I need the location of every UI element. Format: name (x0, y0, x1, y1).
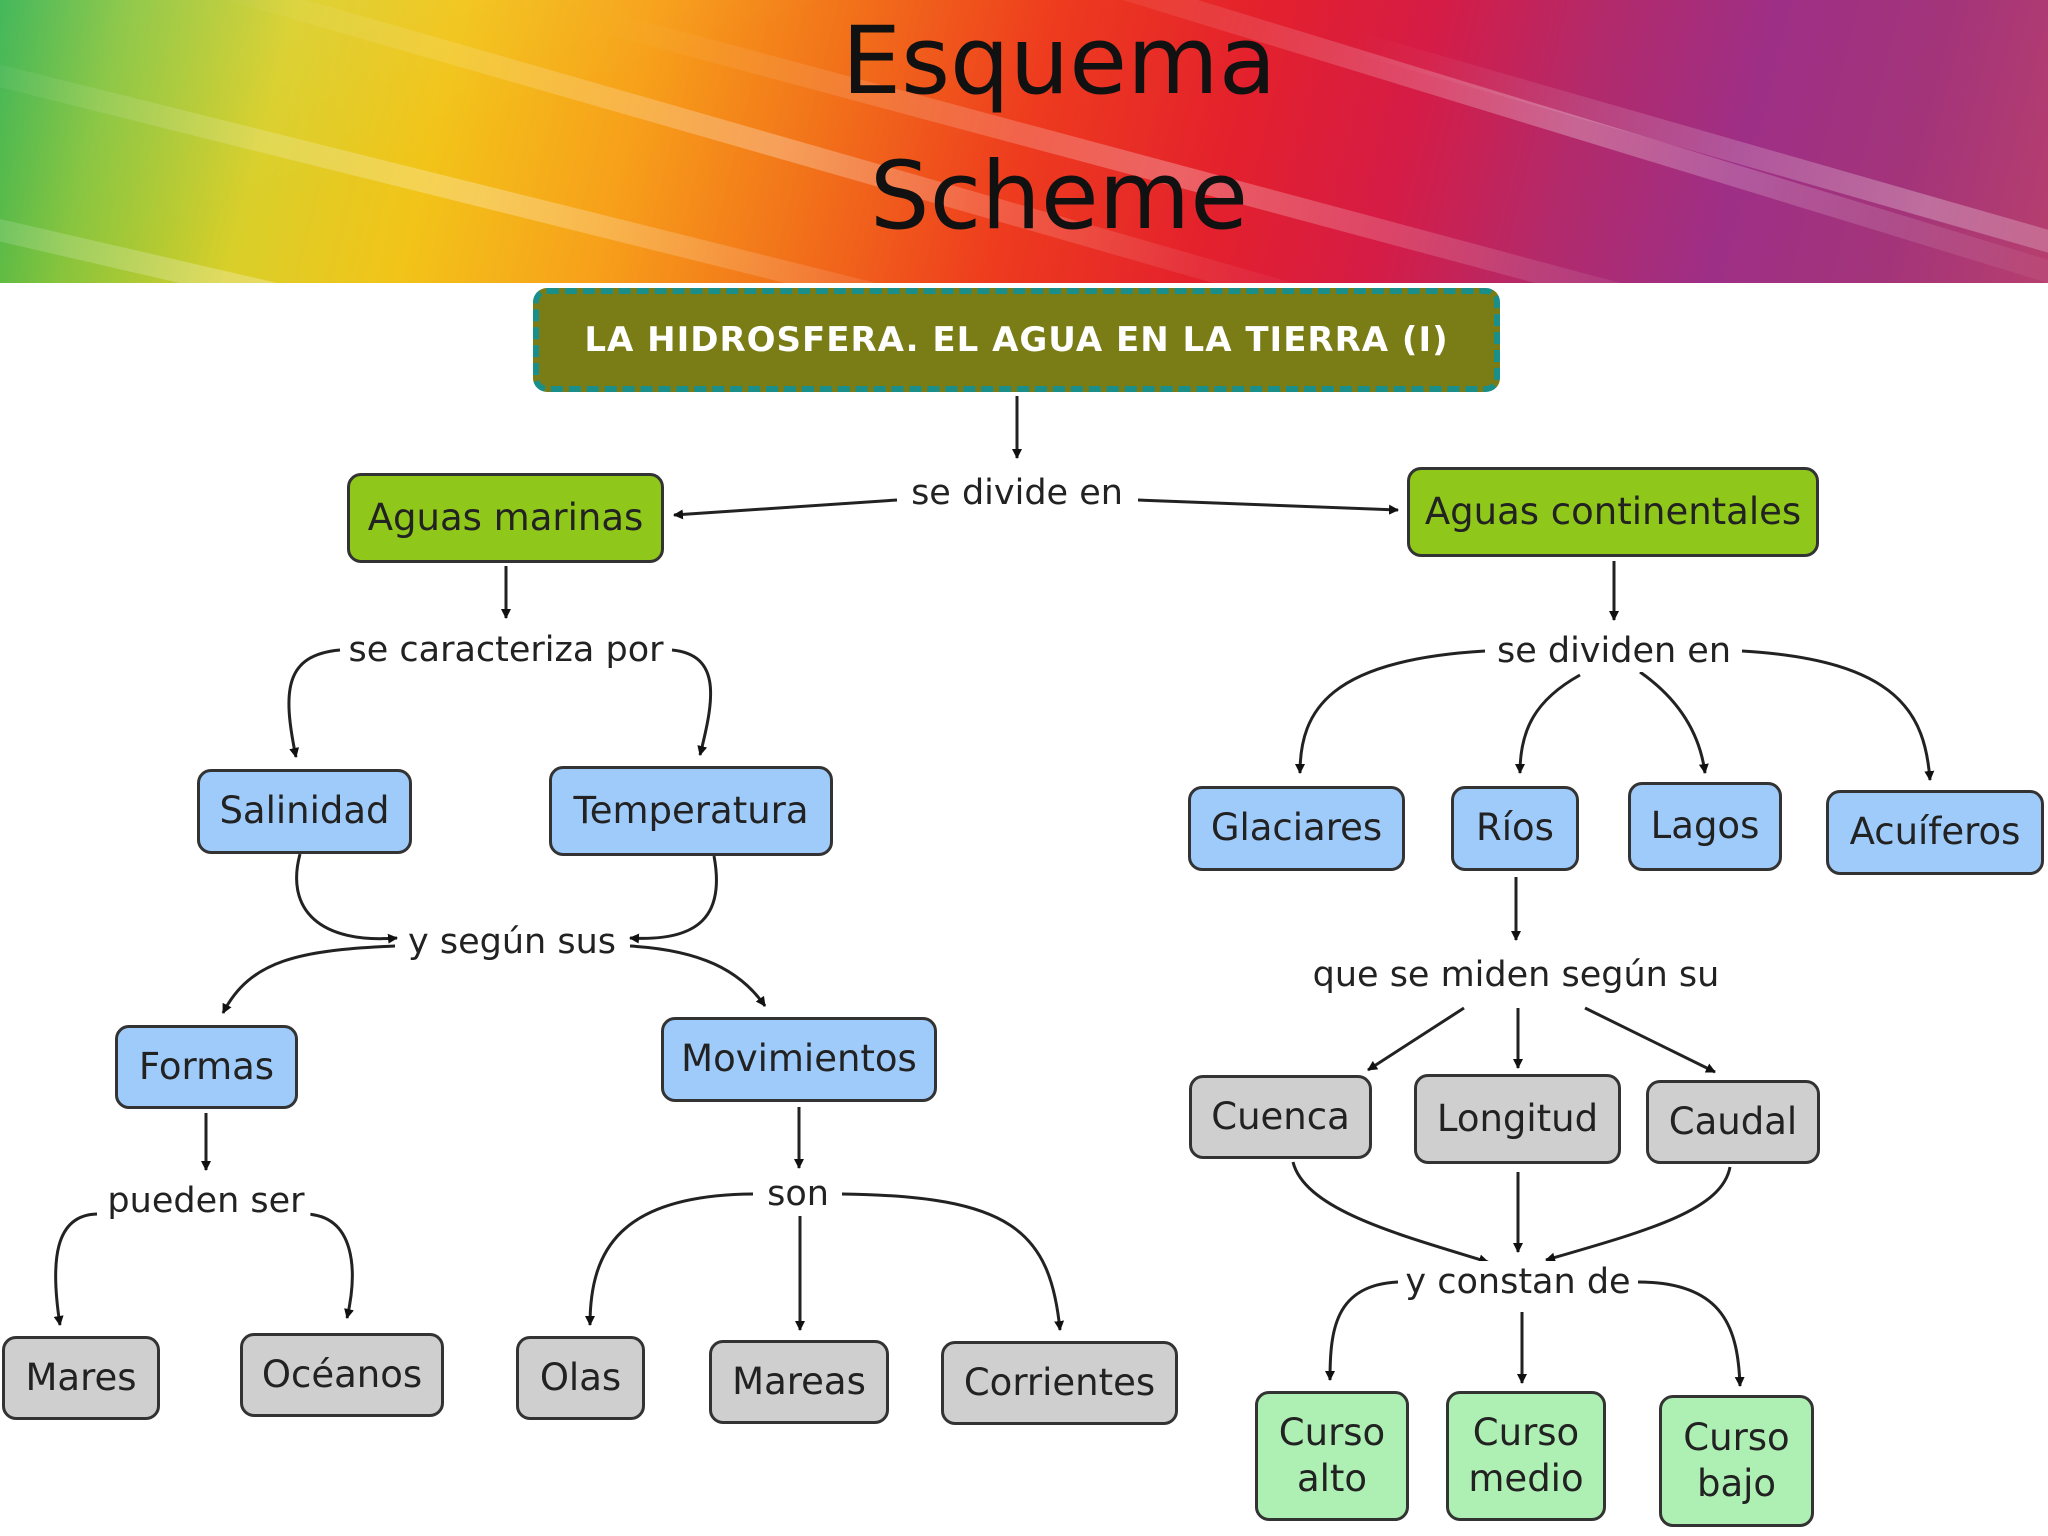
root-concept-box: LA HIDROSFERA. EL AGUA EN LA TIERRA (I) (533, 288, 1500, 392)
node-curso-alto: Curso alto (1255, 1391, 1409, 1521)
node-acuiferos-label: Acuíferos (1849, 810, 2021, 854)
node-oceanos: Océanos (240, 1333, 444, 1417)
page-title: Esquema (841, 7, 1277, 116)
node-olas: Olas (516, 1336, 645, 1420)
link-label-segun: y según sus (402, 921, 622, 963)
node-mares: Mares (2, 1336, 160, 1420)
node-salinidad: Salinidad (197, 769, 412, 854)
node-curso-bajo: Curso bajo (1659, 1395, 1814, 1527)
node-glaciares-label: Glaciares (1210, 806, 1383, 850)
node-mares-label: Mares (25, 1355, 137, 1399)
node-curso-medio: Curso medio (1446, 1391, 1606, 1521)
node-glaciares: Glaciares (1188, 786, 1405, 871)
node-mareas-label: Mareas (732, 1359, 866, 1403)
node-olas-label: Olas (539, 1355, 622, 1399)
node-cuenca: Cuenca (1189, 1075, 1372, 1159)
node-temperatura-label: Temperatura (573, 788, 809, 832)
node-formas: Formas (115, 1025, 298, 1109)
node-lagos-label: Lagos (1650, 804, 1760, 848)
root-concept-label: LA HIDROSFERA. EL AGUA EN LA TIERRA (I) (584, 319, 1449, 360)
node-aguas-marinas: Aguas marinas (347, 473, 664, 563)
node-movimientos: Movimientos (661, 1017, 937, 1102)
node-caudal-label: Caudal (1668, 1099, 1798, 1143)
node-temperatura: Temperatura (549, 766, 833, 856)
node-mareas: Mareas (709, 1340, 889, 1424)
link-label-divide: se divide en (905, 472, 1129, 514)
node-salinidad-label: Salinidad (219, 789, 390, 833)
node-caudal: Caudal (1646, 1080, 1820, 1164)
node-longitud-label: Longitud (1436, 1096, 1599, 1140)
link-label-dividen: se dividen en (1490, 630, 1738, 672)
node-curso-bajo-label: Curso bajo (1683, 1415, 1790, 1505)
link-label-miden: que se miden según su (1306, 954, 1726, 996)
node-curso-alto-label: Curso alto (1278, 1410, 1386, 1500)
node-movimientos-label: Movimientos (681, 1037, 917, 1081)
node-corrientes-label: Corrientes (963, 1360, 1156, 1404)
node-longitud: Longitud (1414, 1074, 1621, 1164)
node-rios-label: Ríos (1476, 806, 1554, 850)
node-corrientes: Corrientes (941, 1341, 1178, 1425)
node-rios: Ríos (1451, 786, 1579, 871)
node-aguas-marinas-label: Aguas marinas (367, 495, 644, 539)
node-aguas-continentales-label: Aguas continentales (1424, 489, 1802, 533)
banner-background (0, 0, 2048, 283)
link-label-pueden: pueden ser (101, 1180, 311, 1222)
node-lagos: Lagos (1628, 782, 1782, 871)
link-label-constan: y constan de (1399, 1261, 1637, 1303)
page-subtitle: Scheme (869, 142, 1249, 251)
node-oceanos-label: Océanos (261, 1352, 423, 1396)
node-formas-label: Formas (138, 1044, 275, 1088)
node-cuenca-label: Cuenca (1211, 1094, 1350, 1138)
node-aguas-continentales: Aguas continentales (1407, 467, 1819, 557)
link-label-son: son (761, 1173, 835, 1215)
link-label-caracteriza: se caracteriza por (342, 629, 670, 671)
node-curso-medio-label: Curso medio (1468, 1410, 1584, 1500)
node-acuiferos: Acuíferos (1826, 790, 2044, 875)
